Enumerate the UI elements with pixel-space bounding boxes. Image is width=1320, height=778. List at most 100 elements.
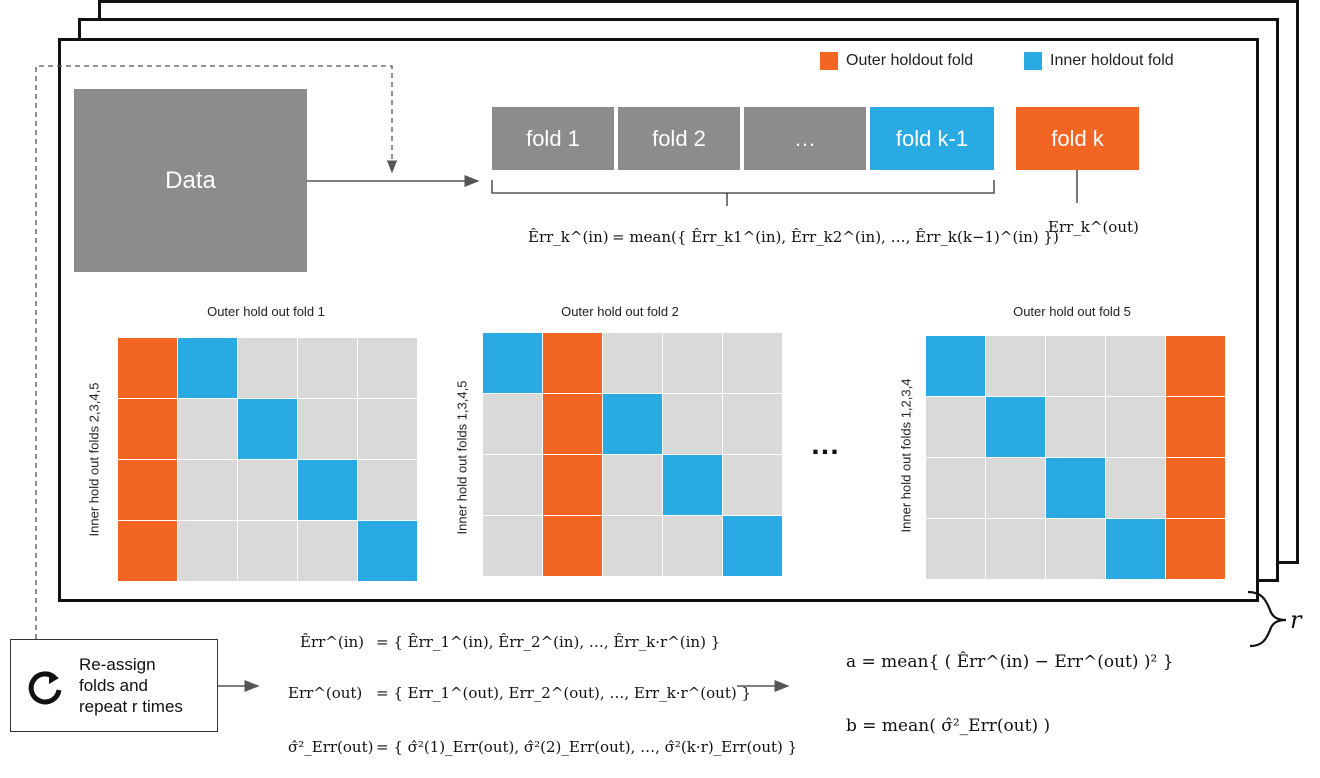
grid-cell-train bbox=[238, 521, 297, 581]
grid-cell-train bbox=[986, 519, 1045, 579]
fold-1: fold 1 bbox=[492, 107, 614, 170]
grid-2-title: Outer hold out fold 2 bbox=[561, 304, 679, 319]
reassign-line-1: Re-assign bbox=[79, 655, 156, 674]
eq1-rhs: = { Êrr_1^(in), Êrr_2^(in), …, Êrr_k·r^(… bbox=[376, 633, 721, 651]
grid-cell-train bbox=[358, 460, 417, 520]
data-box: Data bbox=[74, 89, 307, 272]
grid-cell-train bbox=[603, 455, 662, 515]
grid-cell-train bbox=[603, 333, 662, 393]
fold-1-label: fold 1 bbox=[526, 125, 580, 151]
grid-cell-train bbox=[986, 458, 1045, 518]
legend-outer: Outer holdout fold bbox=[820, 52, 973, 70]
formula-err-out-k: Err_k^(out) bbox=[1048, 218, 1139, 236]
grid-cell-train bbox=[603, 516, 662, 576]
grid-cell-train bbox=[178, 460, 237, 520]
reassign-box: Re-assign folds and repeat r times bbox=[10, 639, 218, 732]
grid-cell-train bbox=[1046, 336, 1105, 396]
fold-2: fold 2 bbox=[618, 107, 740, 170]
grid-cell-train bbox=[238, 338, 297, 398]
grid-cell-train bbox=[1106, 397, 1165, 457]
grid-cell-inner bbox=[1106, 519, 1165, 579]
grid-outer-fold-2 bbox=[483, 333, 782, 576]
legend-outer-label: Outer holdout fold bbox=[846, 52, 974, 69]
grid-outer-fold-5 bbox=[926, 336, 1225, 579]
grid-cell-train bbox=[723, 333, 782, 393]
eq2-lhs: Err^(out) bbox=[288, 684, 363, 702]
grid-cell-inner bbox=[483, 333, 542, 393]
grid-3-ylabel: Inner hold out folds 1,2,3,4 bbox=[898, 378, 914, 533]
fold-k-minus-1: fold k-1 bbox=[870, 107, 994, 170]
formula-b: b = mean( σ̂²_Err(out) ) bbox=[846, 716, 1051, 736]
reassign-text: Re-assign folds and repeat r times bbox=[79, 654, 183, 717]
grid-1-title: Outer hold out fold 1 bbox=[207, 304, 325, 319]
legend-inner: Inner holdout fold bbox=[1024, 52, 1174, 70]
grid-cell-train bbox=[1106, 458, 1165, 518]
grid-cell-inner bbox=[178, 338, 237, 398]
eq2-rhs: = { Err_1^(out), Err_2^(out), …, Err_k·r… bbox=[376, 684, 752, 702]
grid-cell-train bbox=[723, 455, 782, 515]
grid-cell-train bbox=[483, 455, 542, 515]
grid-cell-train bbox=[723, 394, 782, 454]
grid-cell-inner bbox=[238, 399, 297, 459]
eq1-lhs: Êrr^(in) bbox=[300, 633, 365, 651]
fold-ellipsis-label: … bbox=[794, 125, 816, 151]
fold-k-minus-1-label: fold k-1 bbox=[895, 125, 969, 151]
grid-cell-train bbox=[926, 458, 985, 518]
data-label: Data bbox=[165, 166, 216, 194]
grid-cell-inner bbox=[358, 521, 417, 581]
grid-cell-inner bbox=[298, 460, 357, 520]
grid-1-ylabel: Inner hold out folds 2,3,4,5 bbox=[86, 382, 102, 537]
grid-cell-outer bbox=[1166, 336, 1225, 396]
grid-cell-train bbox=[663, 516, 722, 576]
legend-inner-label: Inner holdout fold bbox=[1050, 52, 1174, 69]
grid-cell-train bbox=[663, 333, 722, 393]
reassign-line-2: folds and bbox=[79, 676, 148, 695]
grid-cell-train bbox=[178, 399, 237, 459]
grid-cell-outer bbox=[118, 521, 177, 581]
grid-cell-outer bbox=[543, 394, 602, 454]
grid-cell-train bbox=[663, 394, 722, 454]
grid-cell-train bbox=[298, 521, 357, 581]
grid-2-ylabel: Inner hold out folds 1,3,4,5 bbox=[454, 380, 470, 535]
grid-cell-inner bbox=[663, 455, 722, 515]
grid-3-title: Outer hold out fold 5 bbox=[1013, 304, 1131, 319]
fold-k-label: fold k bbox=[1051, 125, 1104, 151]
grid-cell-train bbox=[1046, 519, 1105, 579]
grid-cell-train bbox=[986, 336, 1045, 396]
grid-cell-train bbox=[238, 460, 297, 520]
grid-cell-outer bbox=[1166, 397, 1225, 457]
legend-inner-swatch bbox=[1024, 52, 1042, 70]
grid-cell-train bbox=[298, 338, 357, 398]
grid-cell-train bbox=[483, 516, 542, 576]
grid-cell-train bbox=[298, 399, 357, 459]
grid-cell-train bbox=[358, 399, 417, 459]
grid-cell-train bbox=[178, 521, 237, 581]
formula-a: a = mean{ ( Êrr^(in) − Err^(out) )² } bbox=[846, 652, 1174, 672]
grid-cell-outer bbox=[1166, 458, 1225, 518]
grid-cell-outer bbox=[118, 338, 177, 398]
fold-ellipsis: … bbox=[744, 107, 866, 170]
grid-cell-inner bbox=[723, 516, 782, 576]
fold-2-label: fold 2 bbox=[652, 125, 706, 151]
repeat-r-label: r bbox=[1290, 606, 1302, 634]
grid-cell-inner bbox=[986, 397, 1045, 457]
grid-cell-outer bbox=[118, 399, 177, 459]
grid-cell-outer bbox=[543, 516, 602, 576]
grid-cell-inner bbox=[603, 394, 662, 454]
grid-cell-inner bbox=[926, 336, 985, 396]
eq3-lhs: σ̂²_Err(out) bbox=[288, 738, 374, 756]
grid-cell-outer bbox=[1166, 519, 1225, 579]
grid-cell-outer bbox=[543, 455, 602, 515]
legend-outer-swatch bbox=[820, 52, 838, 70]
grid-cell-train bbox=[1046, 397, 1105, 457]
grid-cell-outer bbox=[118, 460, 177, 520]
refresh-icon bbox=[28, 671, 62, 705]
reassign-line-3: repeat r times bbox=[79, 697, 183, 716]
fold-k: fold k bbox=[1016, 107, 1139, 170]
grid-cell-train bbox=[926, 519, 985, 579]
grid-outer-fold-1 bbox=[118, 338, 417, 581]
grid-cell-inner bbox=[1046, 458, 1105, 518]
grid-cell-outer bbox=[543, 333, 602, 393]
grid-cell-train bbox=[358, 338, 417, 398]
grid-ellipsis: … bbox=[810, 428, 844, 461]
